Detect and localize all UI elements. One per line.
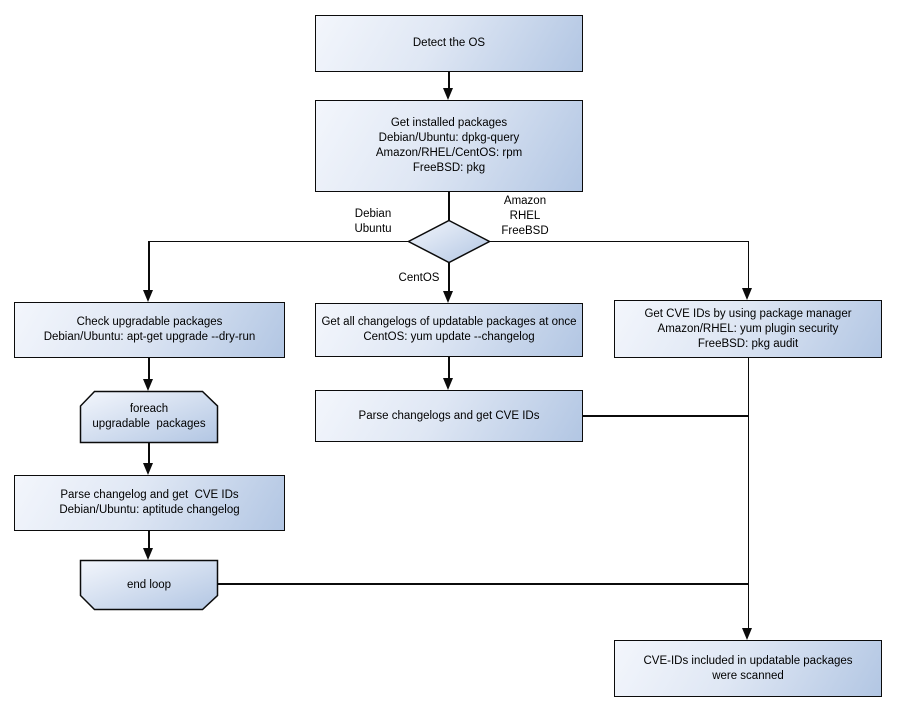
node-detect-os-label: Detect the OS bbox=[412, 37, 486, 49]
node-parse-changelog-debian: Parse changelog and get CVE IDs Debian/U… bbox=[14, 475, 285, 531]
node-result-label: CVE-IDs included in updatable packages w… bbox=[643, 654, 853, 682]
node-foreach: foreach upgradable packages bbox=[79, 390, 219, 444]
edge-parse-to-endloop bbox=[148, 531, 150, 549]
node-end-loop-label: end loop bbox=[126, 578, 172, 591]
node-parse-changelogs-label: Parse changelogs and get CVE IDs bbox=[358, 409, 540, 422]
node-get-cve-by-pkg-manager-label: Get CVE IDs by using package manager Ama… bbox=[644, 307, 852, 350]
decision-diamond bbox=[406, 219, 492, 264]
edge-endloop-merge bbox=[218, 583, 748, 585]
node-get-cve-by-pkg-manager: Get CVE IDs by using package manager Ama… bbox=[614, 300, 882, 358]
edge-installed-to-decision bbox=[448, 192, 450, 222]
node-get-all-changelogs: Get all changelogs of updatable packages… bbox=[315, 303, 583, 357]
edge-label-amazon-rhel-freebsd: Amazon RHEL FreeBSD bbox=[489, 194, 561, 239]
node-parse-changelogs: Parse changelogs and get CVE IDs bbox=[315, 390, 583, 442]
node-foreach-shape bbox=[79, 390, 219, 444]
edge-decision-right bbox=[488, 240, 749, 243]
node-detect-os: Detect the OS bbox=[315, 15, 583, 72]
edge-detect-to-installed bbox=[448, 71, 450, 90]
arrowhead-installed bbox=[443, 88, 453, 100]
node-get-installed-packages: Get installed packages Debian/Ubuntu: dp… bbox=[315, 100, 583, 192]
edge-decision-down-centos bbox=[448, 261, 450, 292]
edge-parse-changelogs-merge bbox=[583, 415, 748, 417]
arrowhead-end-loop bbox=[143, 548, 153, 560]
arrowhead-parse-changelog bbox=[143, 463, 153, 475]
node-parse-changelog-debian-label: Parse changelog and get CVE IDs Debian/U… bbox=[59, 489, 240, 516]
node-get-all-changelogs-label: Get all changelogs of updatable packages… bbox=[321, 316, 577, 343]
edge-decision-left bbox=[148, 240, 411, 243]
node-end-loop: end loop bbox=[79, 559, 219, 611]
edge-label-centos-text: CentOS bbox=[398, 272, 440, 284]
node-foreach-label: foreach upgradable packages bbox=[92, 403, 206, 430]
edge-right-down bbox=[747, 241, 750, 289]
arrowhead-result bbox=[742, 628, 753, 640]
node-check-upgradable: Check upgradable packages Debian/Ubuntu:… bbox=[14, 302, 285, 358]
edge-label-amazon-rhel-freebsd-text: Amazon RHEL FreeBSD bbox=[501, 195, 549, 237]
edge-label-centos: CentOS bbox=[394, 271, 444, 286]
arrowhead-foreach bbox=[143, 379, 153, 391]
edge-check-to-foreach bbox=[148, 358, 150, 380]
edge-changelogs-to-parse bbox=[448, 357, 450, 379]
edge-label-debian-ubuntu-text: Debian Ubuntu bbox=[354, 208, 392, 235]
edge-left-down bbox=[148, 241, 150, 291]
node-check-upgradable-label: Check upgradable packages Debian/Ubuntu:… bbox=[43, 316, 256, 343]
arrowhead-get-cve-pkg-manager bbox=[742, 288, 753, 300]
arrowhead-check-upgradable bbox=[143, 290, 153, 302]
node-end-loop-shape bbox=[79, 559, 219, 611]
edge-foreach-to-parse bbox=[148, 443, 150, 464]
arrowhead-get-all-changelogs bbox=[443, 291, 453, 303]
node-get-installed-packages-label: Get installed packages Debian/Ubuntu: dp… bbox=[375, 117, 523, 174]
arrowhead-parse-changelogs bbox=[443, 378, 453, 390]
edge-label-debian-ubuntu: Debian Ubuntu bbox=[338, 207, 408, 237]
node-result: CVE-IDs included in updatable packages w… bbox=[614, 640, 882, 697]
edge-right-to-result bbox=[747, 358, 750, 629]
